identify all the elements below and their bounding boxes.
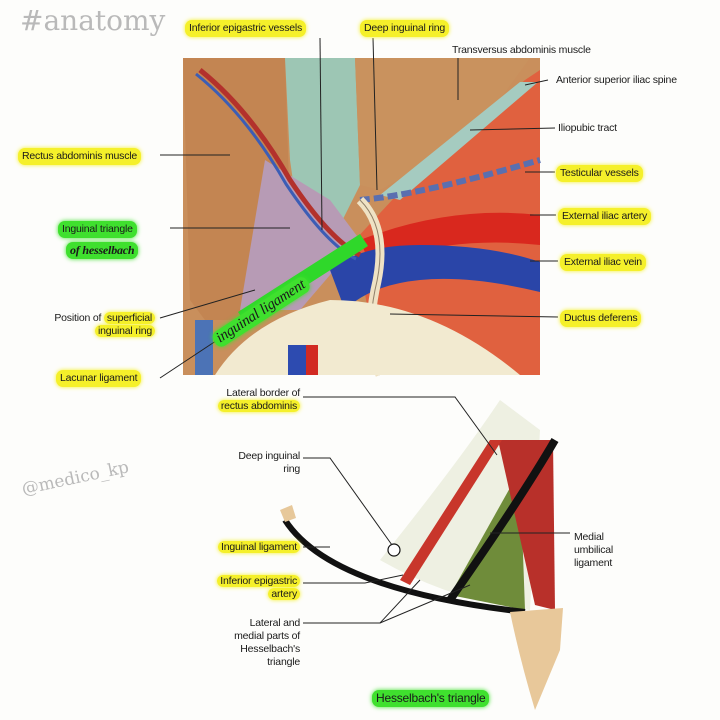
leader-lines-top	[159, 37, 559, 379]
label-medial-parts-of: medial parts of	[234, 630, 300, 642]
label-deep-inguinal: Deep inguinal	[238, 450, 300, 462]
medial-umbilical-ligament	[446, 437, 559, 603]
top-figure	[159, 37, 559, 379]
label-inguinal-ring: inguinal ring	[94, 325, 155, 337]
label-lateral-medial-parts: Lateral and medial parts of Hesselbach's…	[170, 617, 300, 669]
label-lacunar-ligament: Lacunar ligament	[56, 370, 142, 387]
label-testicular-vessels: Testicular vessels	[556, 165, 643, 182]
label-asis: Anterior superior iliac spine	[556, 74, 677, 86]
testicular-vessels	[359, 157, 541, 203]
label-inguinal-ligament-bottom: Inguinal ligament	[170, 541, 300, 554]
pubic-tubercle	[510, 608, 563, 710]
label-external-iliac-artery: External iliac artery	[558, 208, 652, 225]
label-lateral-and: Lateral and	[249, 617, 301, 629]
rectus-abdominis-bottom	[498, 440, 555, 610]
label-ring: ring	[283, 463, 300, 475]
label-inguinal-triangle: Inguinal triangle	[58, 221, 137, 238]
label-inferior-epigastric: Inferior epigastric	[217, 575, 300, 587]
label-lateral-border-of: Lateral border of	[226, 387, 300, 399]
transversus-abdominis	[355, 58, 530, 190]
label-superficial-inguinal-ring: Position of superficial inguinal ring	[30, 312, 155, 338]
iliopubic-tract	[380, 82, 538, 200]
label-deep-inguinal-ring: Deep inguinal ring	[360, 20, 450, 37]
label-transversus-abdominis: Transversus abdominis muscle	[452, 44, 591, 56]
label-triangle: triangle	[267, 656, 300, 668]
label-inferior-epigastric-artery: Inferior epigastric artery	[170, 575, 300, 601]
conjoint-area	[240, 160, 360, 310]
label-position-of: Position of	[54, 312, 102, 324]
inguinal-ligament-bottom	[282, 518, 526, 615]
hashtag-watermark: #anatomy	[20, 4, 166, 37]
label-superficial: superficial	[103, 312, 155, 324]
inferior-epigastric-artery	[400, 440, 502, 585]
inferior-epigastric-vessels	[195, 72, 357, 261]
label-ductus-deferens: Ductus deferens	[560, 310, 642, 327]
leader-lines-bottom	[303, 396, 570, 624]
label-lateral-border-rectus: Lateral border of rectus abdominis	[170, 387, 300, 413]
label-hesselbachs-triangle: Hesselbach's triangle	[372, 690, 490, 707]
label-rectus-abdominis: Rectus abdominis muscle	[18, 148, 142, 165]
label-iliopubic-tract: Iliopubic tract	[558, 122, 617, 134]
label-inferior-epigastric-vessels: Inferior epigastric vessels	[185, 20, 307, 37]
label-umbilical: umbilical	[574, 544, 614, 556]
bottom-figure	[280, 396, 570, 710]
label-hesselbachs: Hesselbach's	[240, 643, 300, 655]
label-inguinal-ligament: Inguinal ligament	[218, 541, 300, 553]
label-deep-inguinal-ring-bottom: Deep inguinal ring	[170, 450, 300, 476]
deep-inguinal-ring-circle	[387, 543, 401, 557]
label-of-hesselbach: of hesselbach	[66, 242, 139, 259]
label-rectus-abdominis-bottom: rectus abdominis	[217, 400, 300, 412]
label-artery: artery	[268, 588, 300, 600]
label-ligament: ligament	[574, 557, 613, 569]
label-medial-umbilical-ligament: Medial umbilical ligament	[574, 531, 613, 570]
label-external-iliac-vein: External iliac vein	[560, 254, 646, 271]
label-medial: Medial	[574, 531, 604, 543]
